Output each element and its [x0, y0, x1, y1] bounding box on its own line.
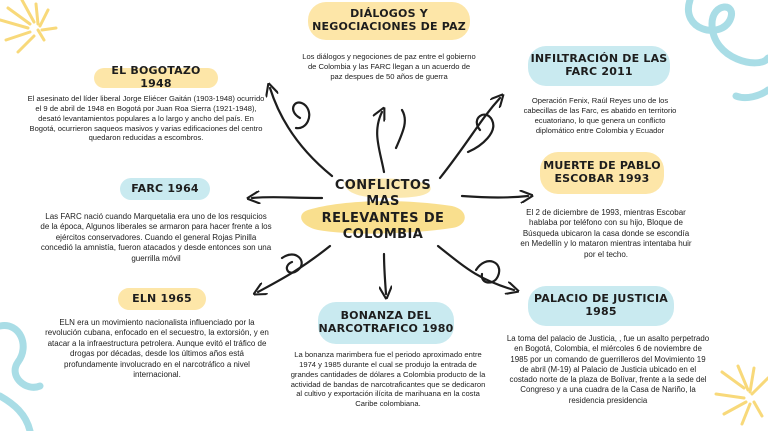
corner-starburst-bottom-right: [714, 364, 768, 426]
bonanza-title-line-1: BONANZA DEL: [340, 309, 432, 323]
palacio-title-line-2: 1985: [585, 305, 617, 318]
arrow-palacio-loop: [474, 260, 501, 284]
arrow-to-dialogos: [377, 112, 384, 174]
node-farc-title: FARC 1964: [120, 178, 210, 200]
corner-starburst-decoration: [0, 0, 58, 54]
escobar-title-line-1: MUERTE DE PABLO: [543, 159, 661, 173]
node-palacio-body: La toma del palacio de Justicia, , fue u…: [506, 334, 710, 405]
arrow-eln-loop: [280, 253, 303, 274]
node-dialogos-title: DIÁLOGOS Y NEGOCIACIONES DE PAZ: [308, 2, 470, 40]
center-topic: CONFLICTOS MAS RELEVANTES DE COLOMBIA: [318, 178, 448, 256]
arrow-bogotazo-loop: [292, 101, 311, 130]
infiltracion-title-line-2: FARC 2011: [565, 65, 633, 78]
bonanza-title-line-2: NARCOTRAFICO 1980: [318, 322, 454, 335]
node-infiltracion-body: Operación Fenix, Raúl Reyes uno de los c…: [523, 96, 677, 135]
node-palacio-title: PALACIO DE JUSTICIA 1985: [528, 286, 674, 326]
dialogos-title-line-2: NEGOCIACIONES DE PAZ: [312, 20, 466, 33]
infiltracion-title-line-1: INFILTRACIÓN DE LAS: [530, 52, 668, 66]
center-line-1: CONFLICTOS: [334, 178, 432, 193]
arrow-to-bogotazo: [270, 88, 334, 178]
node-eln-body: ELN era un movimiento nacionalista influ…: [45, 318, 269, 379]
arrow-infiltracion-loop: [466, 113, 495, 154]
node-bonanza-body: La bonanza marimbera fue el periodo apro…: [290, 350, 486, 409]
dialogos-title-line-1: DIÁLOGOS Y: [350, 7, 428, 21]
center-line-3: RELEVANTES DE: [321, 210, 445, 226]
center-line-2: MAS: [366, 194, 400, 210]
arrow-to-bonanza: [384, 252, 386, 294]
arrow-to-escobar: [460, 196, 528, 198]
center-line-4: COLOMBIA: [342, 226, 424, 242]
escobar-title-line-2: ESCOBAR 1993: [554, 172, 650, 185]
corner-swirl-top-right: [684, 0, 768, 102]
palacio-title-line-1: PALACIO DE JUSTICIA: [534, 292, 668, 306]
corner-swirl-bottom-left: [0, 322, 44, 431]
bogotazo-title-line-1: EL BOGOTAZO 1948: [111, 64, 201, 90]
node-bogotazo-title: EL BOGOTAZO 1948: [94, 64, 218, 90]
node-escobar-body: El 2 de diciembre de 1993, mientras Esco…: [520, 208, 692, 259]
node-dialogos-body: Los diálogos y negociones de paz entre e…: [302, 52, 476, 81]
arrow-to-dialogos-loop: [394, 108, 406, 150]
farc-title-line-1: FARC 1964: [131, 181, 199, 195]
node-escobar-title: MUERTE DE PABLO ESCOBAR 1993: [540, 152, 664, 194]
node-farc-body: Las FARC nació cuando Marquetalia era un…: [40, 212, 272, 263]
node-infiltracion-title: INFILTRACIÓN DE LAS FARC 2011: [528, 46, 670, 86]
node-bonanza-title: BONANZA DEL NARCOTRAFICO 1980: [318, 302, 454, 344]
node-bogotazo-body: El asesinato del líder liberal Jorge Eli…: [27, 94, 265, 143]
arrow-to-infiltracion: [438, 98, 500, 180]
arrow-to-palacio: [436, 244, 514, 290]
eln-title-line-1: ELN 1965: [132, 291, 192, 305]
node-eln-title: ELN 1965: [118, 288, 206, 310]
arrow-to-farc: [252, 197, 324, 198]
